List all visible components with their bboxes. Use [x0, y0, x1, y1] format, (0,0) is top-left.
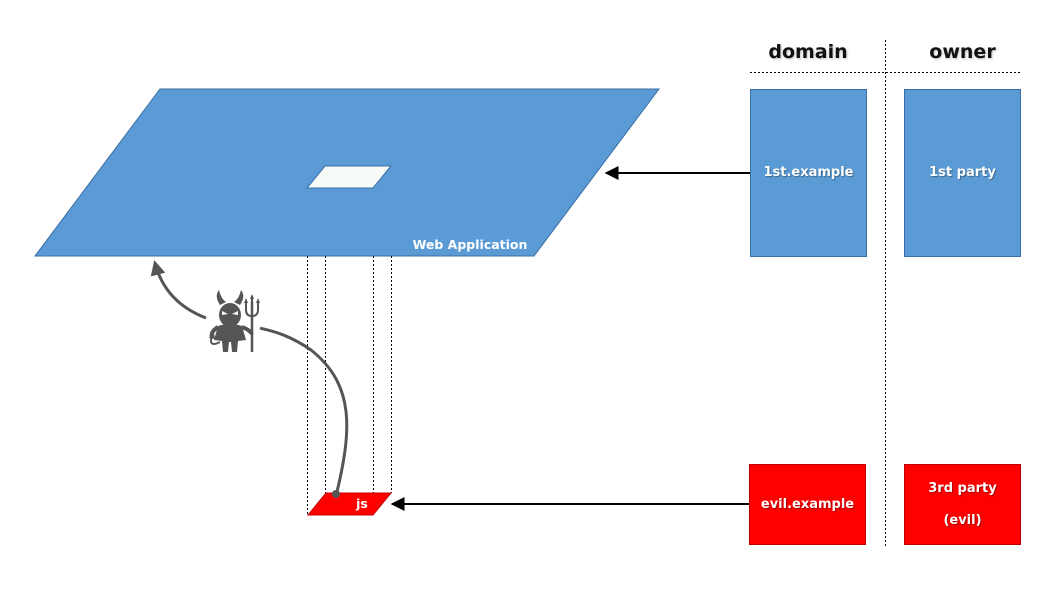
projection-lines [307, 256, 392, 515]
domain-box-evil-example: evil.example [749, 464, 866, 545]
js-script-label: js [355, 496, 368, 511]
domain-box-1st-example: 1st.example [750, 89, 867, 257]
owner-box-3rd-party: 3rd party (evil) [904, 464, 1021, 545]
owner-box-1st-party: 1st party [904, 89, 1021, 257]
js-script-tile [306, 492, 393, 516]
attack-path-arrow [259, 326, 349, 497]
column-header-owner: owner [929, 41, 996, 63]
web-application-label: Web Application [413, 237, 528, 252]
attack-path-origin-dot [332, 490, 340, 498]
domain-label-1st-example: 1st.example [763, 165, 854, 180]
embedded-frame-slot [305, 165, 393, 189]
domain-label-evil-example: evil.example [760, 496, 855, 512]
owner-label-3rd-party: 3rd party [928, 480, 997, 496]
column-header-domain: domain [768, 41, 848, 63]
attack-path-arrow-upper [150, 260, 207, 320]
devil-with-trident-icon [209, 290, 260, 352]
owner-label-1st-party: 1st party [929, 165, 996, 180]
owner-label-evil-qualifier: (evil) [943, 512, 982, 528]
